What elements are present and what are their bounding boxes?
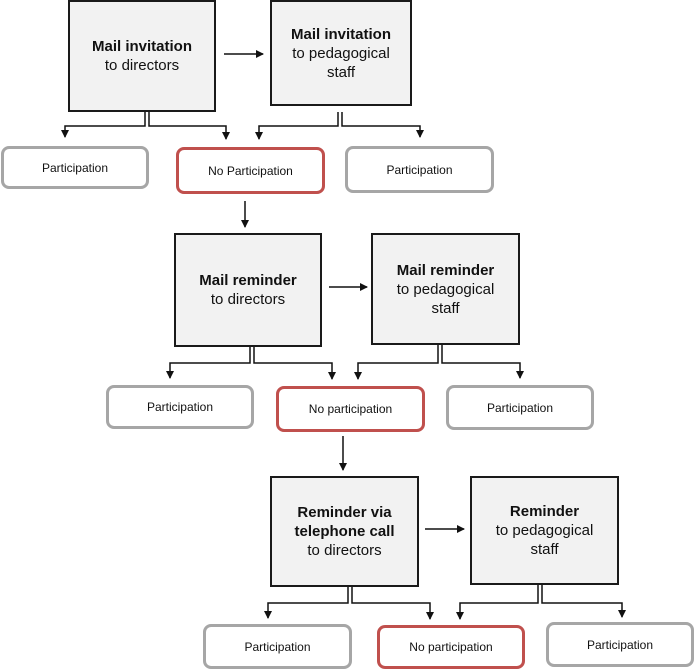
step-title: Mail invitation (290, 25, 391, 43)
participation-outcome: Participation (106, 385, 254, 429)
arrow-reminder-directors-to-participation (166, 347, 251, 379)
no-participation-outcome: No participation (276, 386, 425, 432)
step-subtitle: to pedagogical staff (495, 522, 594, 558)
phone-reminder-directors-box: Reminder via telephone call to directors (270, 476, 419, 587)
arrow-staff-to-participation (341, 112, 424, 138)
step-subtitle: to directors (210, 291, 286, 308)
step-title: Reminder (509, 503, 580, 520)
no-participation-outcome: No Participation (176, 147, 325, 194)
step-subtitle: to pedagogical staff (396, 280, 495, 317)
step-title: Mail invitation (91, 38, 192, 55)
step-subtitle: to directors (307, 542, 382, 559)
step-title: Mail reminder (199, 272, 297, 289)
step-title: Reminder via telephone call (294, 504, 395, 540)
arrow-phone-staff-to-no-participation (456, 585, 539, 620)
mail-reminder-directors-box: Mail reminder to directors (174, 233, 322, 347)
arrow-phone-staff-to-participation (541, 585, 626, 618)
arrow-staff-to-no-participation (255, 112, 339, 140)
step-subtitle: to directors (104, 57, 180, 74)
arrow-phone-directors-to-no-participation (351, 587, 434, 620)
mail-invitation-directors-box: Mail invitation to directors (68, 0, 216, 112)
step-title: Mail reminder (396, 261, 495, 279)
arrow-directors-to-no-participation (148, 112, 230, 140)
reminder-staff-box: Reminder to pedagogical staff (470, 476, 619, 585)
no-participation-outcome: No participation (377, 625, 525, 669)
mail-reminder-staff-box: Mail reminder to pedagogical staff (371, 233, 520, 345)
participation-outcome: Participation (203, 624, 352, 669)
arrow-reminder-staff-to-no-participation (354, 345, 439, 380)
arrow-directors-to-participation (61, 112, 146, 138)
step-subtitle: to pedagogical staff (292, 44, 390, 81)
arrow-phone-directors-to-participation (264, 587, 349, 619)
participation-outcome: Participation (1, 146, 149, 189)
participation-outcome: Participation (446, 385, 594, 430)
participation-outcome: Participation (345, 146, 494, 193)
participation-outcome: Participation (546, 622, 694, 667)
arrow-reminder-directors-to-no-participation (253, 347, 336, 380)
mail-invitation-staff-box: Mail invitation to pedagogical staff (270, 0, 412, 106)
arrow-reminder-staff-to-participation (441, 345, 524, 379)
